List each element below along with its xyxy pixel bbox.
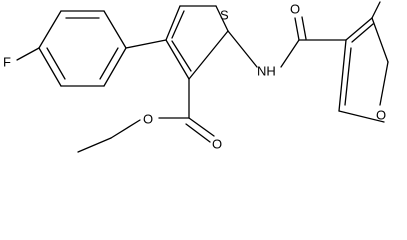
aryl-thiophene-bond xyxy=(125,39,167,49)
methyl-bond xyxy=(371,1,381,19)
fluorine-label: F xyxy=(3,54,11,69)
n-c-bond xyxy=(280,39,300,68)
amide-c-o-bond xyxy=(294,17,300,41)
furan-ring xyxy=(338,17,389,123)
amide-c-o-double-bond xyxy=(301,16,307,40)
sulfur-label: S xyxy=(220,7,229,22)
amide-nh-label: NH xyxy=(257,63,276,78)
c-f-bond xyxy=(16,47,40,61)
o-ethyl-bond xyxy=(110,119,141,139)
fluorophenyl-ring xyxy=(38,10,127,87)
molecule-drawing: F S NH O O O O xyxy=(3,1,389,153)
ester-ether-oxygen-label: O xyxy=(143,111,153,126)
c-n-bond xyxy=(227,30,258,68)
furan-oxygen-label: O xyxy=(376,107,386,122)
ethyl-bond xyxy=(77,137,112,153)
structure-svg: F S NH O O O O xyxy=(3,1,389,153)
thiophene-ring xyxy=(165,5,229,80)
amide-oxygen-label: O xyxy=(290,1,300,16)
ester-c-o-bond xyxy=(188,117,215,137)
ester-carbonyl-oxygen-label: O xyxy=(212,136,222,151)
ester-c-o-double-bond xyxy=(185,123,211,143)
